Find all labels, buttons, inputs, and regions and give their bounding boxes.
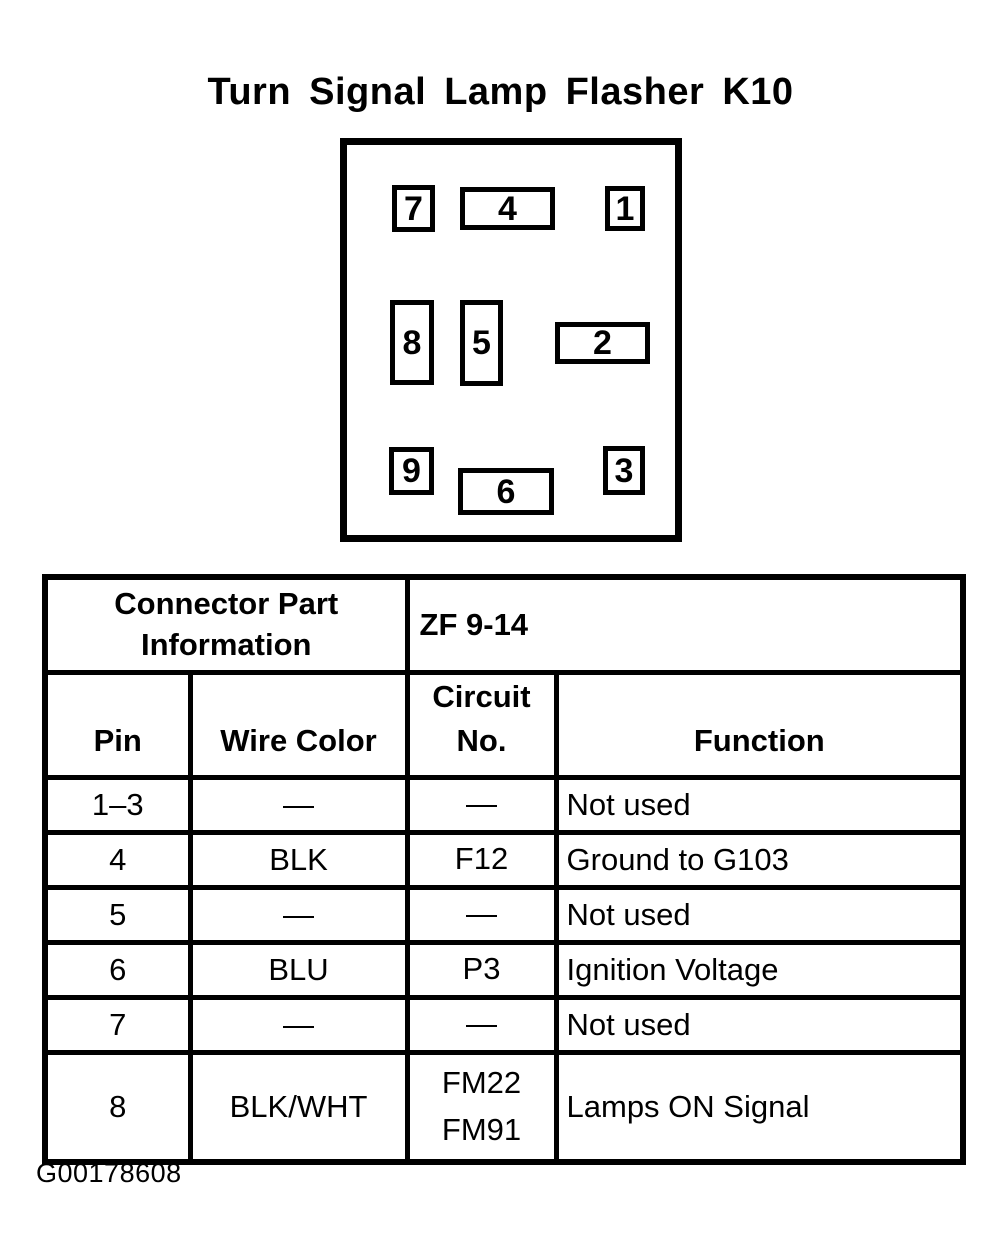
wire-color-cell: BLK/WHT: [187, 1049, 410, 1165]
wire-color-cell: —: [187, 994, 410, 1055]
pin-cell: 4: [42, 829, 193, 890]
wire-color-cell: —: [187, 774, 410, 835]
function-cell: Not used: [553, 774, 966, 835]
connector-pin-9: 9: [389, 447, 434, 495]
connector-pin-3: 3: [603, 446, 645, 495]
pin-row-5: 5——Not used: [42, 884, 966, 945]
pin-row-1–3: 1–3——Not used: [42, 774, 966, 835]
wire-color-cell: BLU: [187, 939, 410, 1000]
table-part-info-row: Connector Part Information ZF 9-14: [42, 574, 966, 675]
circuit-no-line: —: [466, 896, 498, 932]
circuit-no-line: F12: [454, 841, 509, 877]
connector-pin-8: 8: [390, 300, 434, 385]
function-cell: Ignition Voltage: [553, 939, 966, 1000]
connector-pin-1: 1: [605, 186, 645, 231]
function-cell: Not used: [553, 884, 966, 945]
circuit-no-line: —: [466, 786, 498, 822]
pin-cell: 8: [42, 1049, 193, 1165]
pin-cell: 5: [42, 884, 193, 945]
column-header-wire-color: Wire Color: [187, 669, 410, 780]
column-header-pin: Pin: [42, 669, 193, 780]
pin-cell: 6: [42, 939, 193, 1000]
circuit-no-cell: —: [404, 994, 559, 1055]
figure-id: G00178608: [36, 1158, 182, 1188]
function-cell: Lamps ON Signal: [553, 1049, 966, 1165]
column-header-circuit-no-: Circuit No.: [404, 669, 559, 780]
circuit-no-cell: F12: [404, 829, 559, 890]
circuit-no-line: FM91: [441, 1111, 522, 1147]
connector-pin-6: 6: [458, 468, 554, 515]
function-cell: Not used: [553, 994, 966, 1055]
connector-pin-4: 4: [460, 187, 555, 230]
connector-pin-2: 2: [555, 322, 650, 364]
connector-part-number: ZF 9-14: [404, 574, 966, 675]
wire-color-cell: BLK: [187, 829, 410, 890]
column-header-function: Function: [553, 669, 966, 780]
wire-color-cell: —: [187, 884, 410, 945]
pin-cell: 7: [42, 994, 193, 1055]
circuit-no-line: P3: [462, 951, 501, 987]
circuit-no-cell: —: [404, 774, 559, 835]
pin-cell: 1–3: [42, 774, 193, 835]
page-title: Turn Signal Lamp Flasher K10: [207, 71, 794, 113]
function-cell: Ground to G103: [553, 829, 966, 890]
circuit-no-line: —: [466, 1006, 498, 1042]
circuit-no-line: FM22: [441, 1065, 522, 1101]
circuit-no-cell: —: [404, 884, 559, 945]
pin-row-7: 7——Not used: [42, 994, 966, 1055]
connector-pin-7: 7: [392, 185, 435, 232]
connector-pin-5: 5: [460, 300, 503, 386]
circuit-no-cell: P3: [404, 939, 559, 1000]
connector-part-info-header: Connector Part Information: [42, 574, 410, 675]
